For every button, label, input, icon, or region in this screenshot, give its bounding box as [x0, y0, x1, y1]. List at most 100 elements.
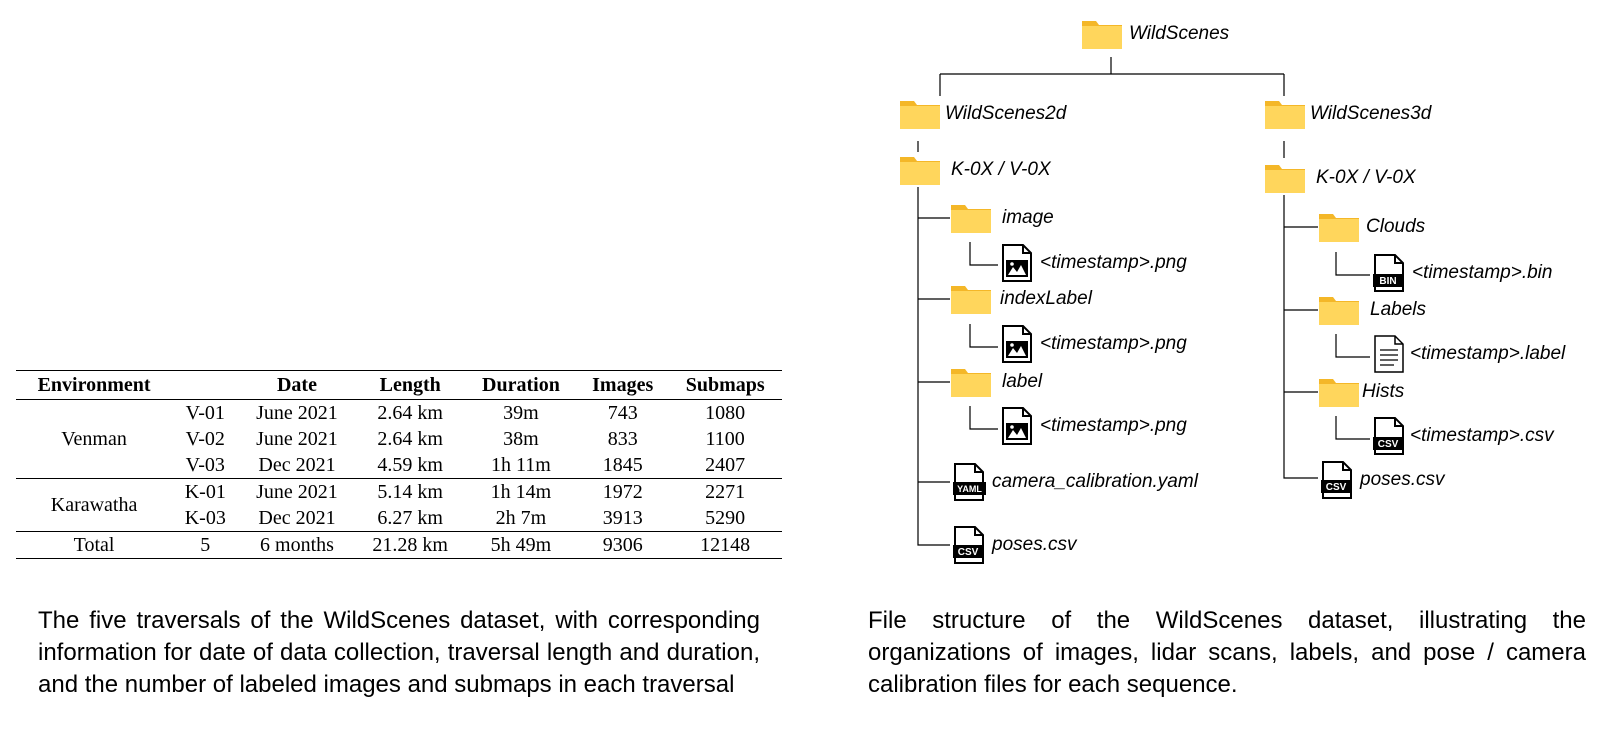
tree-node-folder: Labels	[1318, 294, 1426, 326]
table-cell: 6 months	[238, 531, 356, 559]
image-file-icon	[1002, 244, 1032, 282]
table-cell: 833	[607, 428, 638, 450]
folder-icon	[1319, 214, 1359, 242]
table-cell: June 2021	[256, 428, 338, 450]
folder-icon	[1082, 21, 1122, 49]
tree-node-file: BIN <timestamp>.bin	[1372, 253, 1552, 293]
tree-node-file: CSV <timestamp>.csv	[1372, 416, 1554, 456]
folder-label: WildScenes2d	[945, 103, 1067, 124]
table-cell: June 2021	[238, 478, 356, 505]
table-cell: V-03	[185, 454, 225, 476]
table-cell: 38m	[503, 428, 539, 450]
image-file-icon	[1002, 325, 1032, 363]
table-cell: 1100	[705, 428, 745, 450]
tree-node-file: CSV poses.csv	[952, 525, 1076, 565]
table-cell: K-01	[172, 478, 239, 505]
table-row: Venman V-01 June 2021 2.64 km 39m 743 10…	[16, 399, 782, 479]
table-cell: 1h 11m	[491, 454, 551, 476]
file-label: <timestamp>.csv	[1410, 425, 1554, 446]
table-cell: 1845	[602, 454, 643, 476]
folder-icon	[900, 157, 940, 185]
tree-node-folder: WildScenes3d	[1264, 98, 1431, 130]
folder-icon	[1319, 379, 1359, 407]
table-cell: 2h 7m	[495, 507, 547, 529]
table-row: V-03 Dec 2021 4.59 km 1h 11m 1845 2407	[16, 452, 782, 479]
tree-node-file: <timestamp>.label	[1372, 334, 1565, 374]
table-cell: 6.27 km	[377, 507, 443, 529]
table-cell: Dec 2021	[258, 507, 336, 529]
table-cell: 4.59 km	[377, 454, 443, 476]
csv-file-icon: CSV	[1373, 417, 1404, 455]
table-cell: Dec 2021	[258, 454, 336, 476]
bin-file-icon: BIN	[1373, 254, 1404, 292]
environment-cell: Karawatha	[16, 478, 173, 532]
folder-label: K-0X / V-0X	[1316, 167, 1416, 188]
folder-label: label	[1002, 371, 1043, 392]
tree-node-file: <timestamp>.png	[1000, 406, 1187, 446]
file-label: poses.csv	[1360, 469, 1445, 490]
table-cell: 39m	[464, 399, 578, 426]
tree-caption: File structure of the WildScenes dataset…	[868, 607, 1586, 698]
tree-node-folder: K-0X / V-0X	[899, 154, 1051, 186]
table-cell: 5290	[705, 507, 746, 529]
folder-icon	[1319, 297, 1359, 325]
tree-node-folder: indexLabel	[950, 283, 1092, 315]
file-label: poses.csv	[992, 534, 1077, 555]
file-label: <timestamp>.png	[1040, 252, 1187, 273]
table-row: V-02 June 2021 2.64 km 38m 833 1100	[16, 426, 782, 452]
folder-label: Hists	[1362, 381, 1405, 402]
table-total-row: Total 5 6 months 21.28 km 5h 49m 9306 12…	[16, 531, 782, 559]
file-badge: BIN	[1379, 276, 1396, 287]
folder-label: Clouds	[1366, 216, 1426, 237]
table-caption: The five traversals of the WildScenes da…	[38, 607, 760, 698]
table-cell: 5.14 km	[355, 478, 465, 505]
folder-label: Labels	[1370, 299, 1426, 320]
table-cell: 1h 14m	[464, 478, 578, 505]
table-cell: Total	[16, 531, 173, 559]
folder-icon	[951, 369, 991, 397]
table-cell: 1080	[668, 399, 782, 426]
table-cell: June 2021	[238, 399, 356, 426]
folder-label: indexLabel	[1000, 288, 1092, 309]
tree-node-folder: Clouds	[1318, 211, 1425, 243]
tree-node-file: CSV poses.csv	[1320, 460, 1444, 500]
folder-icon	[900, 101, 940, 129]
tree-node-folder: K-0X / V-0X	[1264, 162, 1416, 194]
table-header-row: Environment Date Length Duration Images …	[16, 370, 782, 400]
text-file-icon	[1374, 335, 1404, 373]
traversal-table: Environment Date Length Duration Images …	[16, 370, 782, 559]
header-images: Images	[592, 374, 654, 396]
header-date: Date	[276, 374, 317, 396]
tree-node-file: YAML camera_calibration.yaml	[952, 462, 1198, 502]
table-cell: 2.64 km	[377, 428, 443, 450]
tree-node-file: <timestamp>.png	[1000, 324, 1187, 364]
table-cell: 1972	[577, 478, 669, 505]
folder-label: WildScenes3d	[1310, 103, 1432, 124]
table-cell: 5	[172, 531, 239, 559]
table-cell: V-01	[172, 399, 239, 426]
folder-label: image	[1002, 207, 1054, 228]
file-label: <timestamp>.png	[1040, 415, 1187, 436]
yaml-file-icon: YAML	[953, 463, 986, 501]
folder-label: WildScenes	[1129, 23, 1230, 44]
csv-file-icon: CSV	[1321, 461, 1352, 499]
file-badge: YAML	[957, 484, 982, 494]
tree-node-root: WildScenes	[1081, 18, 1229, 50]
header-duration: Duration	[482, 374, 560, 396]
header-length: Length	[379, 374, 441, 396]
table-cell: 12148	[668, 531, 782, 559]
folder-icon	[951, 205, 991, 233]
header-submaps: Submaps	[685, 374, 765, 396]
csv-file-icon: CSV	[953, 526, 984, 564]
image-file-icon	[1002, 407, 1032, 445]
table-cell: V-02	[185, 428, 225, 450]
file-badge: CSV	[958, 547, 979, 558]
tree-node-folder: image	[950, 202, 1054, 234]
table-cell: 9306	[577, 531, 669, 559]
table-row: Karawatha K-01 June 2021 5.14 km 1h 14m …	[16, 478, 782, 532]
table-cell: 2271	[668, 478, 782, 505]
table-cell: 3913	[602, 507, 643, 529]
file-label: <timestamp>.bin	[1412, 262, 1553, 283]
